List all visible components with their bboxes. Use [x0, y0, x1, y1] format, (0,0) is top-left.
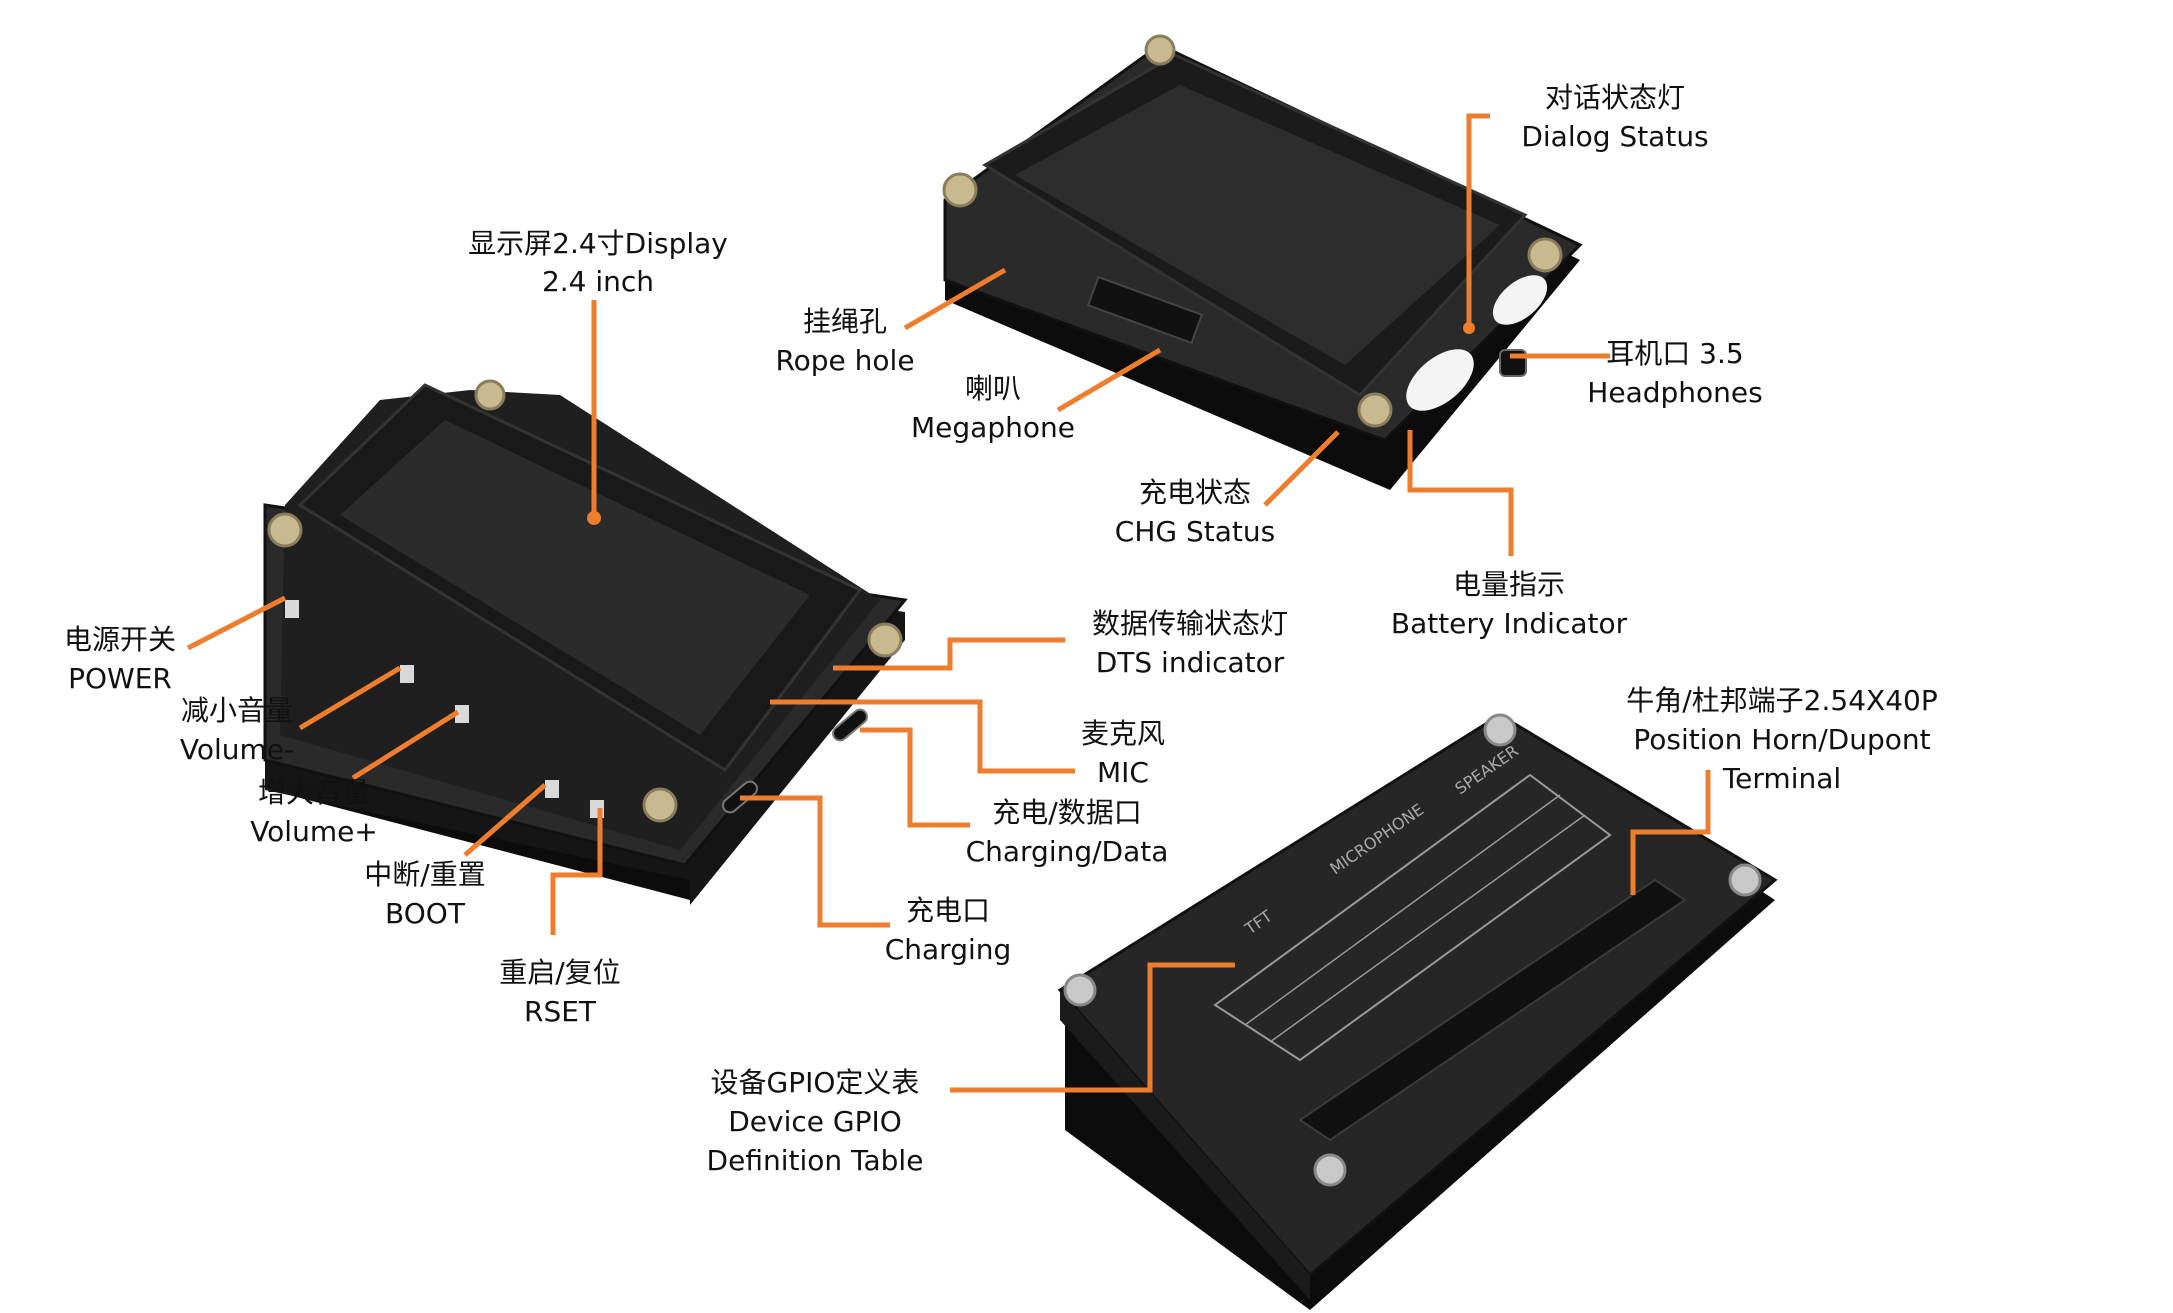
cutout-icon: [1406, 349, 1474, 411]
button-icon: [400, 665, 414, 683]
device-top-right: [942, 34, 1583, 490]
leader-battery: [1407, 430, 1514, 556]
leader-boot: [463, 783, 547, 857]
label-rope-en: Rope hole: [775, 344, 914, 377]
pin-header: [1298, 878, 1687, 1142]
label-vol-up-en: Volume+: [250, 815, 378, 848]
label-power-en: POWER: [68, 662, 172, 695]
label-rope-zh: 挂绳孔: [803, 305, 887, 338]
device1-screen: [340, 420, 810, 735]
button-icon: [545, 780, 559, 798]
leader-reset: [550, 808, 603, 935]
label-display-zh: 显示屏2.4寸Display: [468, 227, 728, 260]
leader-power: [186, 595, 287, 651]
leader-vol-down: [298, 665, 402, 731]
label-header-en: Position Horn/Dupont: [1633, 723, 1930, 756]
callout-labels: 显示屏2.4寸Display 2.4 inch 对话状态灯 Dialog Sta…: [64, 81, 1938, 1177]
button-icon: [285, 600, 299, 618]
screw-icon: [642, 787, 678, 823]
label-vol-down-en: Volume-: [180, 733, 294, 766]
label-boot-en: BOOT: [385, 897, 466, 930]
label-headphone-zh: 耳机口 3.5: [1606, 337, 1743, 370]
device-bottom-right: TFT MICROPHONE SPEAKER: [1057, 713, 1778, 1310]
screw-icon: [1483, 713, 1517, 747]
label-speaker-en: Megaphone: [911, 411, 1075, 444]
device3-pcb-edge: [1060, 990, 1310, 1300]
label-vol-up-zh: 增大音量: [258, 776, 370, 809]
screw-icon: [1063, 973, 1097, 1007]
leader-vol-up: [351, 709, 460, 781]
screw-icon: [1527, 237, 1563, 273]
screw-icon: [1728, 863, 1762, 897]
label-charge-data-en: Charging/Data: [966, 835, 1169, 868]
leader-lines: [186, 113, 1711, 1093]
label-chg-zh: 充电状态: [1139, 476, 1251, 509]
label-charge-en: Charging: [885, 933, 1012, 966]
screw-icon: [1357, 392, 1393, 428]
label-dts-zh: 数据传输状态灯: [1092, 607, 1288, 640]
screw-icon: [942, 172, 978, 208]
device-front-left: [263, 379, 908, 905]
screw-icon: [267, 512, 303, 548]
label-chg-en: CHG Status: [1115, 515, 1275, 548]
label-boot-zh: 中断/重置: [364, 858, 485, 891]
leader-gpio: [950, 962, 1235, 1093]
label-power-zh: 电源开关: [64, 623, 176, 656]
label-dts-en: DTS indicator: [1096, 646, 1285, 679]
leader-speaker: [1056, 347, 1162, 413]
label-mic-en: MIC: [1097, 756, 1149, 789]
label-gpio-en: Device GPIO: [728, 1105, 902, 1138]
label-dialog-zh: 对话状态灯: [1545, 81, 1685, 114]
label-speaker-zh: 喇叭: [965, 372, 1021, 405]
label-vol-down-zh: 减小音量: [181, 694, 293, 727]
label-charge-data-zh: 充电/数据口: [992, 796, 1141, 829]
speaker-icon: [1086, 275, 1204, 345]
usb-port-icon: [832, 708, 868, 742]
screw-icon: [1313, 1153, 1347, 1187]
leader-dot: [1463, 322, 1475, 334]
label-gpio-en2: Definition Table: [707, 1144, 924, 1177]
label-charge-zh: 充电口: [906, 894, 990, 927]
label-gpio-zh: 设备GPIO定义表: [711, 1066, 920, 1099]
leader-header: [1630, 770, 1711, 895]
label-header-en2: Terminal: [1722, 762, 1841, 795]
label-mic-zh: 麦克风: [1081, 717, 1165, 750]
cutout-icon: [1492, 275, 1548, 325]
label-display-en: 2.4 inch: [542, 265, 654, 298]
leader-charge: [740, 795, 890, 928]
label-headphone-en: Headphones: [1587, 376, 1762, 409]
screw-icon: [867, 622, 903, 658]
label-reset-en: RSET: [524, 995, 597, 1028]
screw-icon: [474, 379, 506, 411]
leader-dialog: [1466, 113, 1490, 328]
label-reset-zh: 重启/复位: [499, 956, 620, 989]
label-dialog-en: Dialog Status: [1521, 120, 1708, 153]
button-icon: [455, 705, 469, 723]
leader-charge-data: [860, 727, 970, 828]
leader-dts: [833, 637, 1065, 671]
label-battery-en: Battery Indicator: [1391, 607, 1628, 640]
device2-screen: [1015, 85, 1500, 365]
leader-mic: [770, 699, 1075, 774]
screw-icon: [1144, 34, 1176, 66]
label-battery-zh: 电量指示: [1453, 568, 1565, 601]
leader-rope: [903, 267, 1007, 331]
leader-chg: [1263, 430, 1340, 507]
label-header-zh: 牛角/杜邦端子2.54X40P: [1626, 684, 1937, 717]
leader-dot: [587, 511, 601, 525]
